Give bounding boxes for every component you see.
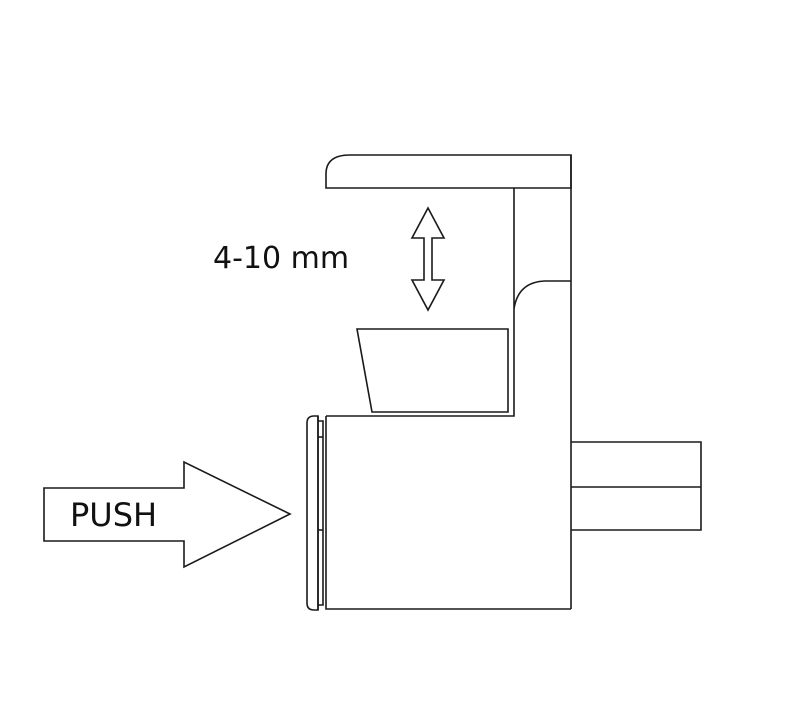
gap-double-arrow <box>410 206 446 312</box>
gap-label: 4-10 mm <box>213 241 349 276</box>
push-button-stem <box>318 420 324 606</box>
body-outline <box>513 188 571 310</box>
pad-holder <box>326 309 515 417</box>
side-tab <box>571 441 702 531</box>
push-arrow <box>43 460 292 569</box>
push-button-cap <box>306 415 319 611</box>
lower-body <box>325 416 571 610</box>
push-label: PUSH <box>70 496 157 534</box>
clamp-pad <box>356 328 509 413</box>
upper-jaw <box>325 154 572 189</box>
